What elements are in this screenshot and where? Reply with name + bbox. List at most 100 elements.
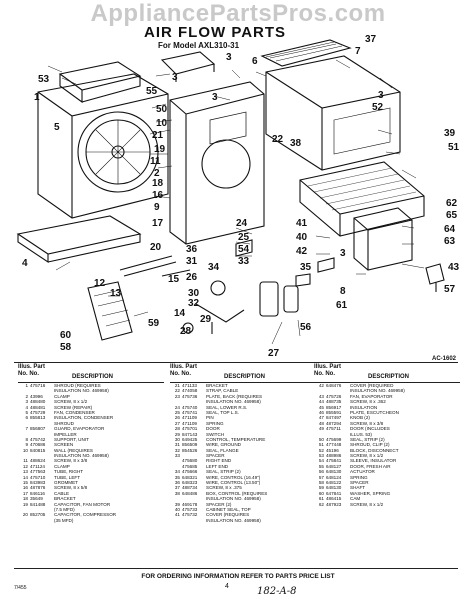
callout-29: 29 (200, 314, 212, 325)
illus-number: 41 (174, 512, 180, 518)
part-number: 471124 (30, 463, 45, 469)
illus-number: 30 (174, 436, 180, 442)
table-row: INSULATION NO. 469958) (170, 518, 316, 523)
table-row: SHROUD (18, 421, 164, 426)
part-number: 470686 (30, 442, 46, 448)
part-number: 487294 (326, 420, 342, 426)
illus-number: 16 (22, 485, 28, 491)
callout-50: 50 (156, 104, 168, 115)
part-number: 487876 (30, 485, 46, 491)
fan-motor (210, 280, 226, 296)
part-description: SEAL, LOWER R.S. (206, 404, 248, 410)
illus-number: 14 (22, 474, 28, 480)
callout-61: 61 (336, 300, 348, 311)
part-number: 648486 (182, 490, 198, 496)
callout-6: 6 (252, 56, 258, 67)
column-header: Illus. Part No. No. DESCRIPTION (170, 364, 316, 383)
illus-number: 54 (318, 458, 324, 464)
part-description: INSULATION NO. 469958) (54, 453, 109, 459)
part-number: 475736 (182, 393, 198, 399)
part-number: 475732 (182, 512, 198, 518)
callout-65: 65 (446, 210, 458, 221)
part-description: DOOR (INCLUDES (350, 426, 390, 432)
part-description: INSULATION NO. 469958) (54, 388, 109, 394)
part-description: TUBE, RIGHT (54, 469, 84, 475)
part-description: IMPELLER (54, 431, 77, 437)
illus-number: 40 (174, 506, 180, 512)
part-description: CABLE (54, 490, 70, 496)
part-description: SHROUD (54, 420, 74, 426)
page-title: AIR FLOW PARTS (144, 24, 287, 41)
part-number: 475742 (30, 436, 46, 442)
illus-number: 44 (318, 399, 324, 405)
part-description: CABINET SEAL, TOP (206, 506, 251, 512)
callout-7: 7 (355, 46, 361, 57)
part-description: SWITCH (206, 431, 225, 437)
illus-number: 29 (174, 431, 180, 437)
filter-screen (87, 281, 133, 341)
part-number: 45196 (326, 447, 339, 453)
part-description: SPACER (206, 453, 225, 459)
part-description: WIRE, GROUND (206, 442, 241, 448)
part-number: 477448 (326, 442, 342, 448)
part-description: SHROUD, CLIP (2) (350, 442, 390, 448)
callout-43: 43 (448, 262, 460, 273)
callout-36: 36 (186, 244, 198, 255)
callout-numbers: 37 7 6 3 53 1 3 55 50 10 5 21 19 22 11 2… (22, 34, 460, 359)
part-number: 856807 (30, 426, 46, 432)
illus-number: 43 (318, 393, 324, 399)
center-wall (169, 81, 265, 245)
callout-3e: 3 (340, 248, 346, 259)
part-description: PIN (206, 415, 214, 421)
part-number: 474058 (182, 388, 198, 394)
table-row: ILLUS. 53) (314, 432, 460, 437)
part-number: 648476 (326, 383, 342, 388)
part-description: (35 MFD) (54, 517, 74, 523)
part-number: 486415 (326, 496, 342, 502)
header-illus-part: Illus. Part No. No. (18, 364, 46, 377)
part-description: INSULATION NO. 469958) (206, 399, 261, 405)
part-description: SCREW, 8 x .375 (206, 485, 242, 491)
diagram-reference: AC-1602 (432, 356, 457, 362)
part-number: 475716 (30, 383, 46, 388)
part-number: 856509 (182, 442, 198, 448)
base-pan (16, 215, 142, 264)
part-number: 648127 (326, 463, 342, 469)
part-number: 648122 (326, 480, 342, 486)
part-number: 487923 (326, 501, 342, 507)
part-description: WIRE, CONTROL (16.49") (206, 474, 261, 480)
column-header: Illus. Part No. No. DESCRIPTION (18, 364, 164, 383)
part-description: WIRE, CONTROL (13.50") (206, 480, 261, 486)
header-illus-part: Illus. Part No. No. (170, 364, 198, 377)
condenser-shroud (37, 73, 169, 219)
illus-number: 24 (174, 404, 180, 410)
part-description: INSULATION NO. 469958) (206, 517, 261, 523)
part-number: 840815 (30, 447, 46, 453)
part-description: SCREEN (54, 442, 74, 448)
illus-number: 9 (25, 442, 28, 448)
illus-number: 34 (174, 469, 180, 475)
callout-33: 33 (238, 256, 250, 267)
part-description: BRACKET (206, 383, 228, 388)
part-number: 488734 (182, 485, 198, 491)
part-description: SCREW, 8 x 1/2 (350, 501, 384, 507)
part-number: 488735 (326, 399, 342, 405)
